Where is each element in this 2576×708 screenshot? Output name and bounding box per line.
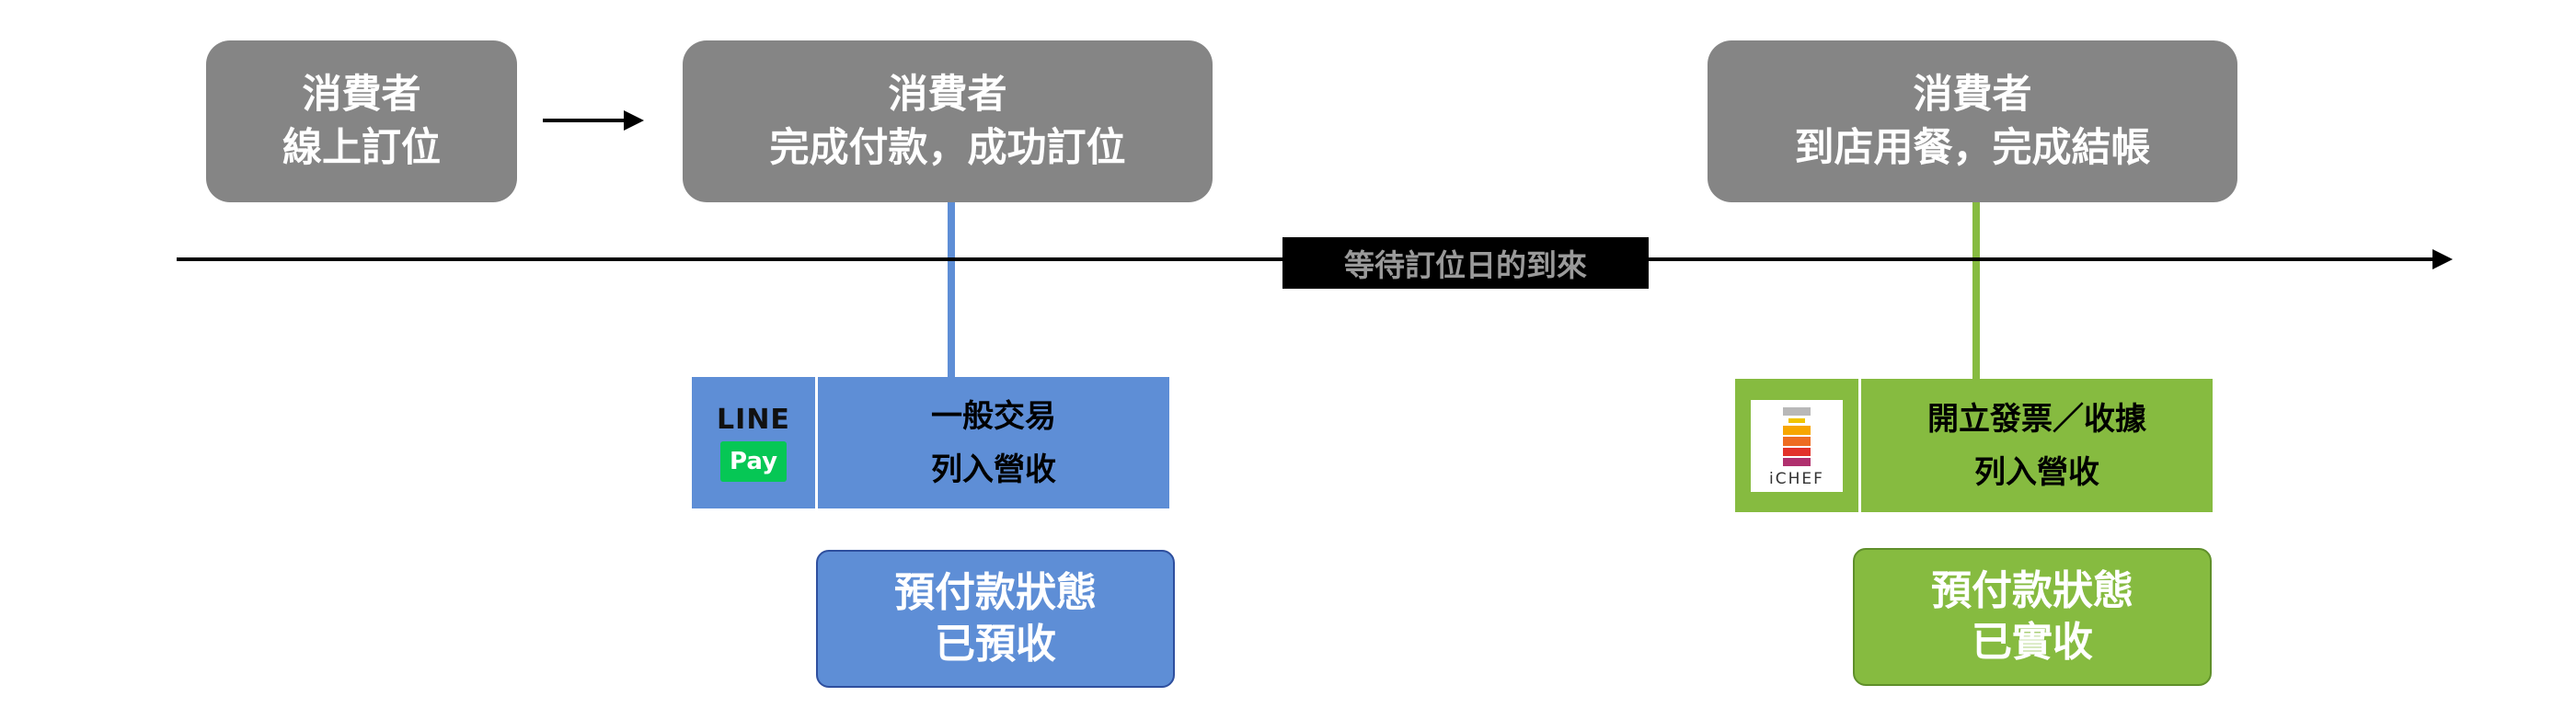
linepay-status-line2: 已預收 [935, 621, 1056, 668]
ichef-logo-card: iCHEF [1751, 399, 1843, 492]
ichef-info-line2: 列入營收 [1974, 453, 2099, 491]
ichef-status-box: 預付款狀態 已實收 [1853, 548, 2212, 686]
timeline-arrow-head-icon [2432, 249, 2453, 269]
step-payment-complete: 消費者 完成付款，成功訂位 [683, 40, 1213, 202]
step-online-booking-line1: 消費者 [302, 72, 421, 118]
ichef-logo: iCHEF [1735, 379, 1858, 512]
linepay-logo-pay-badge: Pay [720, 441, 787, 482]
linepay-info-box: 一般交易 列入營收 [818, 377, 1169, 508]
ichef-info-box: 開立發票／收據 列入營收 [1861, 379, 2213, 512]
linepay-separator [815, 377, 818, 508]
ichef-logo-text: iCHEF [1769, 469, 1824, 488]
step-dine-in-checkout-line2: 到店用餐，完成結帳 [1794, 125, 2151, 171]
linepay-info-line2: 列入營收 [931, 451, 1056, 488]
ichef-stack-icon [1783, 406, 1811, 466]
timeline-wait-label: 等待訂位日的到來 [1282, 237, 1649, 289]
step-online-booking-line2: 線上訂位 [282, 125, 441, 171]
step-payment-complete-line1: 消費者 [888, 72, 1007, 118]
ichef-status-line1: 預付款狀態 [1931, 567, 2133, 614]
step-online-booking: 消費者 線上訂位 [206, 40, 517, 202]
ichef-separator [1858, 379, 1861, 512]
step-arrow-head-icon [624, 110, 644, 131]
ichef-info-line1: 開立發票／收據 [1927, 400, 2146, 438]
ichef-status-line2: 已實收 [1972, 619, 2093, 666]
step-dine-in-checkout-line1: 消費者 [1913, 72, 2032, 118]
linepay-logo: LINE Pay [692, 377, 815, 508]
step-dine-in-checkout: 消費者 到店用餐，完成結帳 [1708, 40, 2237, 202]
linepay-connector [948, 202, 955, 377]
ichef-connector [1972, 202, 1980, 381]
step-payment-complete-line2: 完成付款，成功訂位 [769, 125, 1126, 171]
linepay-status-line1: 預付款狀態 [894, 569, 1097, 616]
linepay-info-line1: 一般交易 [931, 397, 1056, 435]
step-arrow-line [543, 119, 626, 122]
linepay-logo-line-text: LINE [717, 404, 790, 436]
linepay-status-box: 預付款狀態 已預收 [816, 550, 1175, 688]
